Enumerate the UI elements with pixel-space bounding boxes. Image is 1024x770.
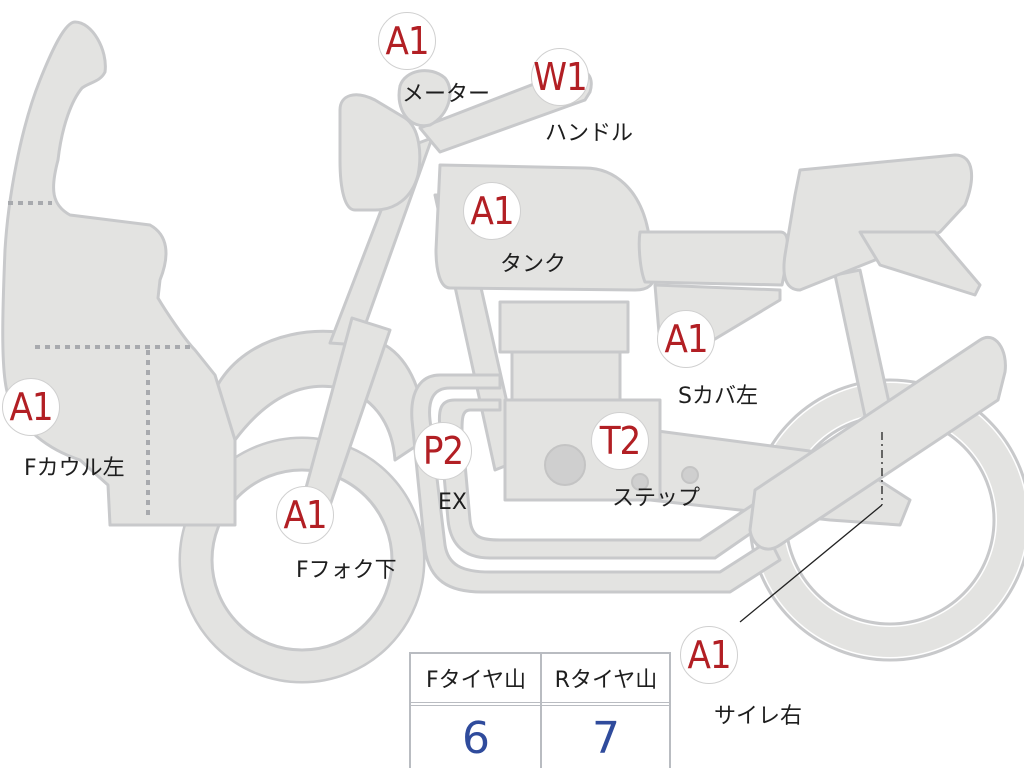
meter-label: メーター [402, 82, 491, 107]
headlight [338, 93, 422, 212]
front-wheel [178, 436, 426, 684]
front-tire-value: 6 [462, 712, 490, 764]
rear-tire-header: Rタイヤ山 [554, 668, 658, 693]
front-cowl [1, 20, 237, 527]
exhaust-code: P2 [422, 429, 464, 473]
meter-marker: A1 [378, 12, 436, 70]
front-fork-marker: A1 [276, 486, 334, 544]
side-cover-label: Sカバ左 [678, 384, 758, 409]
exhaust-label: EX [438, 490, 467, 515]
tank-marker: A1 [463, 182, 521, 240]
front-cowl-code: A1 [9, 385, 53, 429]
front-cowl-label: Fカウル左 [24, 456, 125, 481]
handle-marker: W1 [531, 48, 589, 106]
table-column-divider [540, 654, 542, 768]
front-cowl-marker: A1 [2, 378, 60, 436]
exhaust-pipe-outer [410, 373, 782, 594]
handle-label: ハンドル [545, 121, 634, 146]
step-marker: T2 [591, 412, 649, 470]
meter [397, 69, 452, 128]
step-code: T2 [599, 419, 642, 463]
meter-code: A1 [385, 19, 429, 63]
front-fork-label: Fフォク下 [296, 558, 397, 583]
side-cover-marker: A1 [657, 310, 715, 368]
handle-code: W1 [533, 55, 588, 99]
silencer-code: A1 [687, 633, 731, 677]
front-tire-header: Fタイヤ山 [426, 668, 526, 693]
silencer-label: サイレ右 [714, 704, 803, 729]
exhaust-marker: P2 [414, 422, 472, 480]
silencer-marker: A1 [680, 626, 738, 684]
tank-code: A1 [470, 189, 514, 233]
seat-front [637, 230, 789, 287]
step-label: ステップ [612, 486, 701, 511]
rear-tire-value: 7 [592, 712, 620, 764]
silencer [748, 335, 1007, 551]
tank-label: タンク [500, 252, 567, 277]
front-fork-code: A1 [283, 493, 327, 537]
side-cover-code: A1 [664, 317, 708, 361]
tail-cowl [858, 230, 982, 297]
tire-tread-table: Fタイヤ山 Rタイヤ山 6 7 [409, 652, 671, 768]
